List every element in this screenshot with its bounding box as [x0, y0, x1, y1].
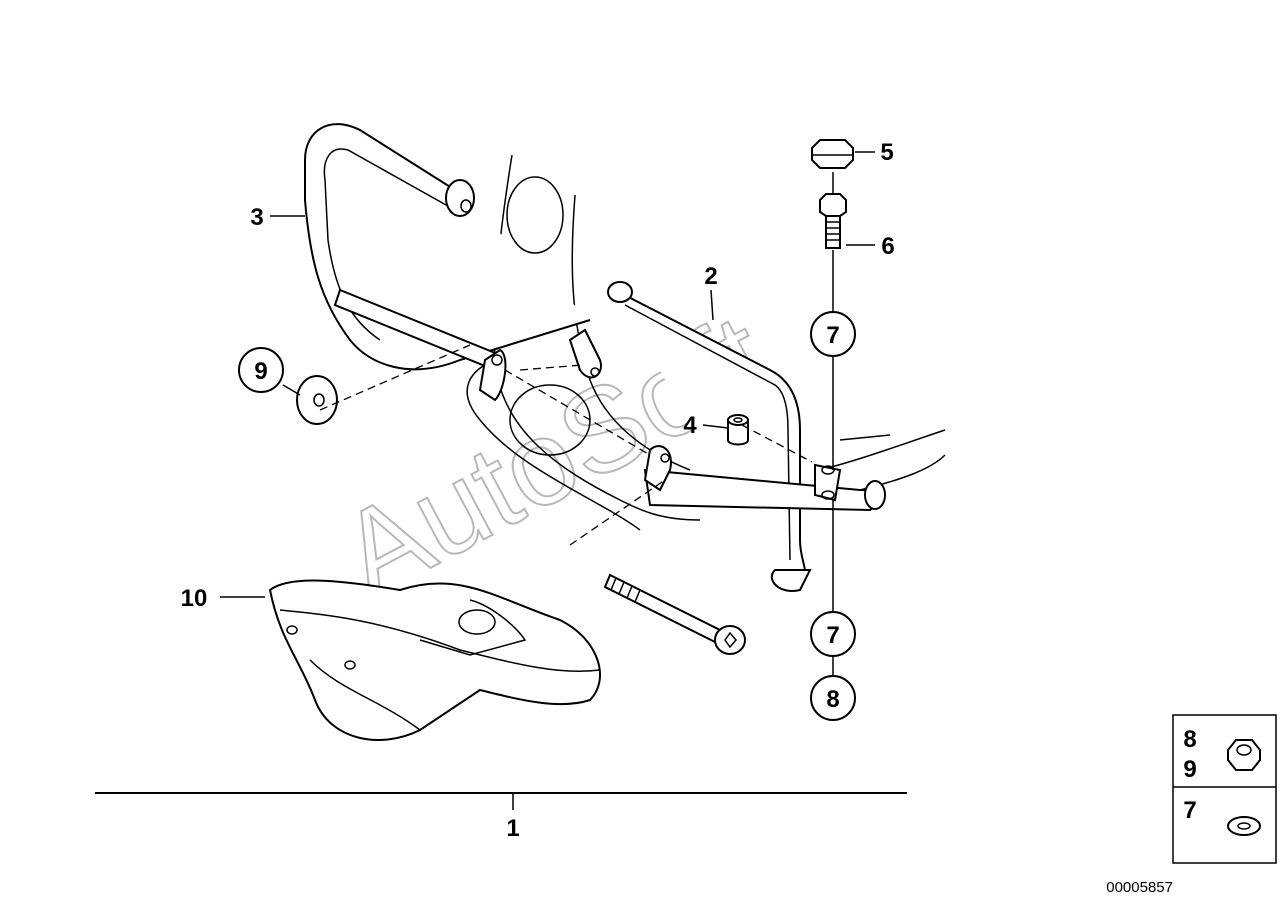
- label-part-5: 5: [880, 139, 893, 166]
- callout-9: 9: [238, 347, 284, 393]
- legend-box: 8 9 7: [1172, 714, 1277, 864]
- label-part-4: 4: [683, 412, 697, 439]
- label-part-3: 3: [250, 204, 263, 231]
- label-part-1: 1: [506, 815, 519, 842]
- leader-lines: [95, 151, 907, 810]
- crash-bar-left[interactable]: [304, 123, 602, 402]
- diagram-id: 00005857: [1106, 879, 1173, 896]
- skid-plate[interactable]: [268, 579, 601, 741]
- callout-7-upper: 7: [810, 311, 856, 357]
- socket-head-bolt[interactable]: [603, 573, 746, 655]
- legend-nut-label-8: 8: [1183, 726, 1196, 753]
- assembly-lines: [319, 344, 813, 546]
- crash-bar-right[interactable]: [607, 281, 886, 592]
- callout-7-lower: 7: [810, 611, 856, 657]
- label-part-2: 2: [704, 263, 717, 290]
- label-part-9: 9: [254, 358, 267, 385]
- hex-bolt[interactable]: [819, 193, 847, 249]
- hex-nut[interactable]: [811, 139, 854, 169]
- callout-8: 8: [810, 675, 856, 721]
- nut-icon: [1227, 739, 1261, 771]
- label-part-6: 6: [881, 233, 894, 260]
- washer-icon: [1227, 816, 1261, 836]
- spacer-sleeve[interactable]: [727, 414, 749, 446]
- legend-nut-label-9: 9: [1183, 756, 1196, 783]
- label-part-10: 10: [181, 585, 208, 612]
- label-part-8: 8: [826, 686, 839, 713]
- washer-part[interactable]: [296, 375, 338, 425]
- label-part-7-lower: 7: [826, 622, 839, 649]
- label-part-7-upper: 7: [826, 322, 839, 349]
- legend-washer-label-7: 7: [1183, 797, 1196, 824]
